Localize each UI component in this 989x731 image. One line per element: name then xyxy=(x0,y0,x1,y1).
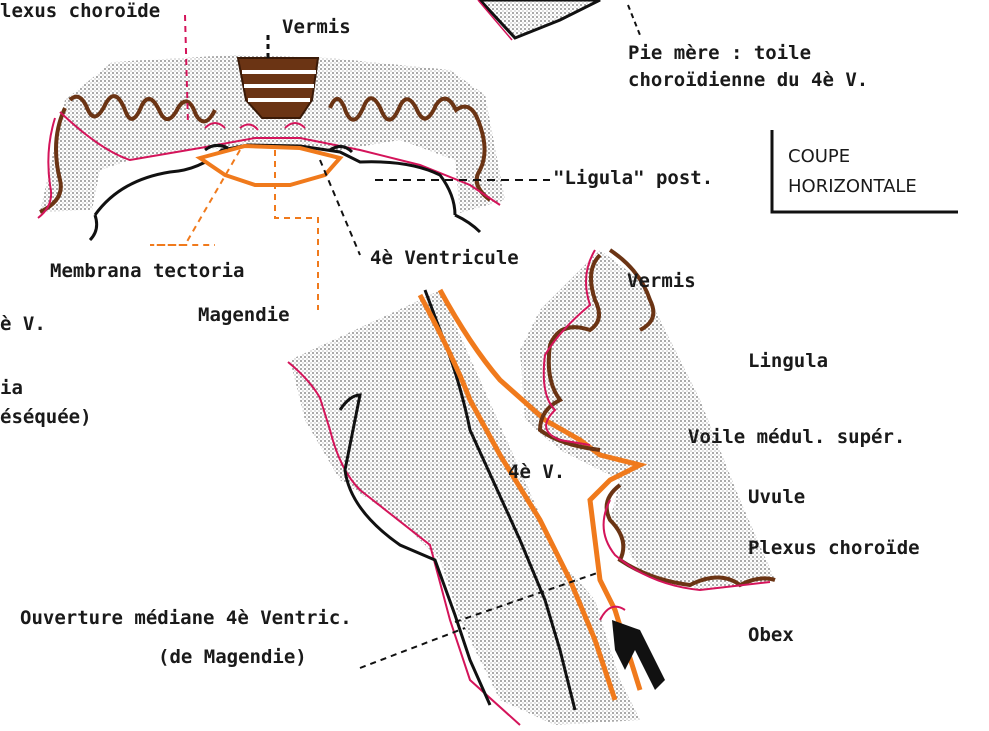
label-magendie: Magendie xyxy=(198,304,290,326)
leader-pie-mere xyxy=(628,5,640,35)
label-plexus-right: Plexus choroïde xyxy=(748,537,920,559)
label-de-magendie: (de Magendie) xyxy=(158,646,307,668)
label-vermis-right: Vermis xyxy=(627,270,696,292)
label-vermis-top: Vermis xyxy=(282,16,351,38)
coupe-bracket xyxy=(772,130,958,212)
label-left-ia: ia xyxy=(0,377,23,399)
leader-de-magendie xyxy=(360,628,465,668)
label-4e-ventricule: 4è Ventricule xyxy=(370,247,519,269)
label-pie-mere-line2: choroïdienne du 4è V. xyxy=(628,69,868,91)
label-voile-medul: Voile médul. supér. xyxy=(688,426,905,448)
label-ouverture: Ouverture médiane 4è Ventric. xyxy=(20,607,352,629)
leader-4e-ventricule xyxy=(320,160,360,255)
cerebellum-sagittal-stipple xyxy=(520,250,775,590)
label-horizontale: HORIZONTALE xyxy=(788,176,917,198)
label-pie-mere-line1: Pie mère : toile xyxy=(628,42,811,64)
label-obex: Obex xyxy=(748,624,794,646)
label-left-v: è V. xyxy=(0,313,46,335)
label-4e-v: 4è V. xyxy=(508,461,565,483)
label-plexus-top-left: lexus choroïde xyxy=(0,0,160,22)
label-uvule: Uvule xyxy=(748,486,805,508)
label-left-reseq: éséquée) xyxy=(0,406,92,428)
label-ligula-post: "Ligula" post. xyxy=(553,167,713,189)
top-fragment-shape xyxy=(480,0,600,38)
fourth-ventricle-horizontal xyxy=(200,146,340,185)
label-membrana-tectoria: Membrana tectoria xyxy=(50,260,244,282)
label-coupe: COUPE xyxy=(788,146,850,168)
label-lingula: Lingula xyxy=(748,350,828,372)
